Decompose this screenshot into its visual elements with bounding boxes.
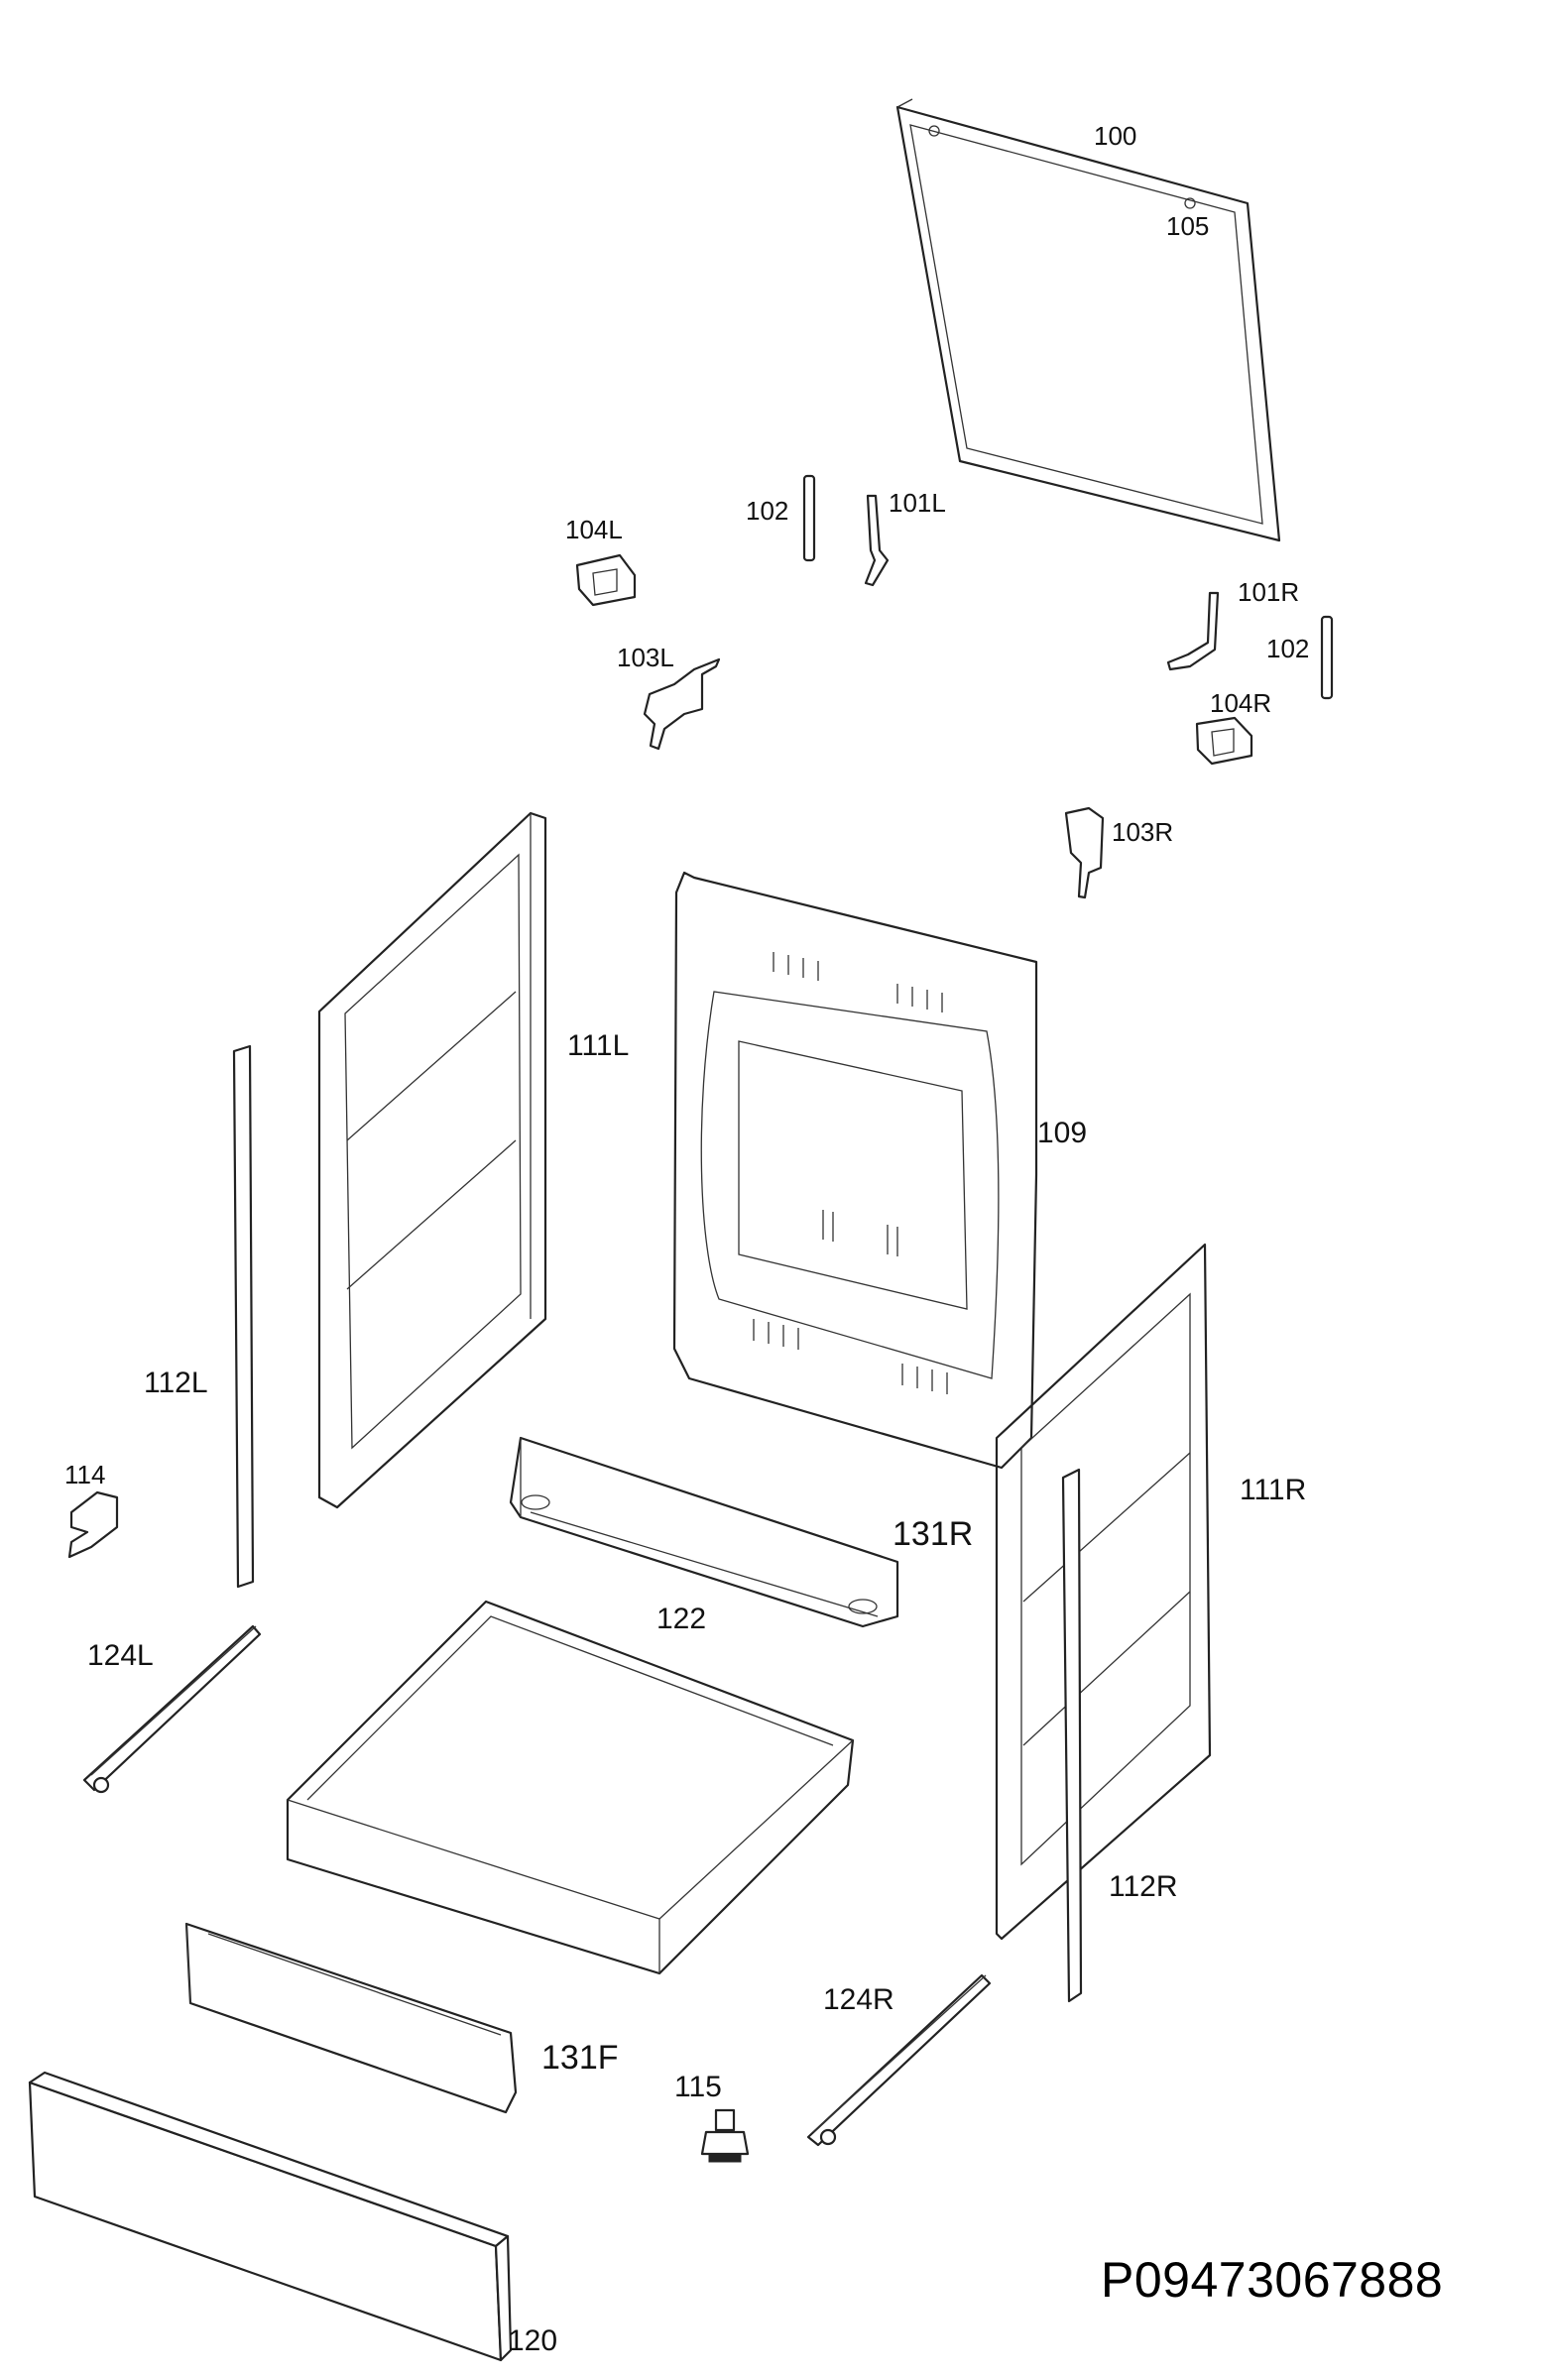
part-100-glass-lid [895,98,1281,542]
label-124L: 124L [87,1639,154,1672]
label-112R: 112R [1109,1870,1178,1903]
label-131F: 131F [541,2039,619,2077]
label-102-left: 102 [746,496,789,526]
part-112L-strip [232,1044,255,1589]
part-111L-left-side-panel [317,811,547,1509]
label-111L: 111L [567,1029,630,1062]
label-104L: 104L [565,515,623,544]
part-112R-strip [1061,1468,1083,2003]
part-131F-front-rail [184,1922,518,2114]
label-112L: 112L [144,1367,208,1399]
part-102-pin-right [1320,615,1334,700]
part-131R-rear-rail [509,1436,899,1628]
part-124R-runner [806,1973,992,2147]
part-115-foot [700,2108,750,2163]
part-104R-block [1195,716,1253,766]
label-103L: 103L [617,643,674,672]
part-104L-block [575,553,637,607]
label-114: 114 [64,1460,106,1489]
part-101R-hinge [1166,591,1220,671]
part-102-pin-left [802,474,816,562]
label-101R: 101R [1238,577,1300,607]
part-122-base-tray [286,1600,855,1975]
label-102-right: 102 [1266,634,1310,663]
diagram-code: P09473067888 [1101,2252,1444,2308]
label-131R: 131R [893,1515,974,1553]
part-109-back-panel [672,871,1038,1470]
label-104R: 104R [1210,688,1272,718]
label-120: 120 [508,2324,558,2357]
part-124L-runner [82,1624,262,1794]
part-120-plinth [28,2071,513,2362]
label-103R: 103R [1112,817,1174,847]
label-100: 100 [1094,121,1137,151]
label-101L: 101L [889,488,946,518]
label-124R: 124R [823,1983,894,2016]
label-115: 115 [674,2071,722,2103]
label-122: 122 [656,1603,707,1635]
label-111R: 111R [1240,1474,1307,1506]
part-111R-right-side-panel [995,1243,1212,1941]
part-103L-bracket [643,657,721,751]
label-109: 109 [1037,1117,1088,1149]
part-114-clip [67,1490,119,1559]
part-103R-bracket [1064,806,1105,899]
label-105: 105 [1166,211,1210,241]
part-101L-hinge [864,494,890,587]
